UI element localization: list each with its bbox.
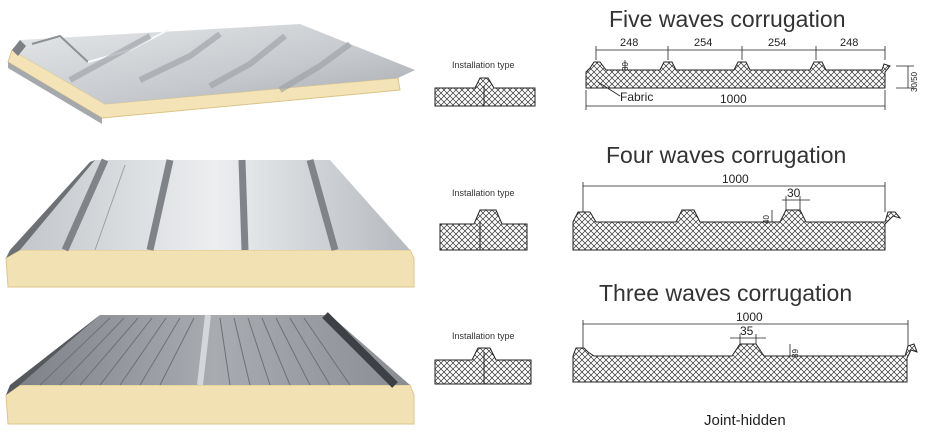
panel-cross-section: [572, 209, 902, 251]
installation-type-3: Installation type: [434, 331, 532, 385]
top-width-label: 30: [787, 186, 801, 200]
total-dimension-line: [582, 182, 886, 212]
total-width-label: 1000: [720, 92, 747, 106]
section-three-waves: Three waves corrugation 1000 35 39: [572, 280, 918, 383]
total-width-label: 1000: [736, 310, 763, 324]
dimension-label: 248: [840, 37, 858, 49]
section-title: Four waves corrugation: [606, 142, 846, 168]
section-title: Three waves corrugation: [599, 280, 852, 306]
dimension-label: 248: [620, 37, 638, 49]
dimension-label: 254: [768, 37, 786, 49]
thickness-label: 30/50: [910, 71, 919, 92]
panel-cross-section: [572, 343, 918, 383]
installation-label: Installation type: [452, 60, 515, 70]
installation-label: Installation type: [452, 188, 515, 198]
installation-type-2: Installation type: [439, 188, 528, 251]
panel-cross-section: [585, 61, 891, 89]
total-width-label: 1000: [722, 172, 749, 186]
top-width-label: 35: [740, 324, 754, 338]
fabric-label: Fabric: [620, 90, 653, 104]
height-dimension: 40: [762, 215, 771, 224]
section-four-waves: Four waves corrugation 1000 30 40: [572, 142, 902, 251]
top-width-dimension: [782, 196, 810, 212]
dimension-label: 254: [694, 37, 712, 49]
section-five-waves: Five waves corrugation 248 254 254 248 3…: [585, 6, 919, 110]
section-title: Five waves corrugation: [609, 6, 846, 32]
panel-photo-five-waves: [7, 24, 415, 124]
height-dimension: 39: [791, 349, 800, 358]
installation-label: Installation type: [452, 331, 515, 341]
total-dimension-line: [585, 90, 886, 110]
height-dimension: 30: [621, 62, 630, 71]
footer-label: Joint-hidden: [704, 412, 786, 429]
installation-type-1: Installation type: [434, 60, 536, 107]
panel-photo-four-waves: [5, 158, 415, 288]
thickness-dimension: [896, 65, 914, 89]
total-dimension-line: [582, 320, 909, 350]
panel-photo-three-waves: [5, 312, 415, 425]
top-dimension-chain: [595, 46, 886, 60]
